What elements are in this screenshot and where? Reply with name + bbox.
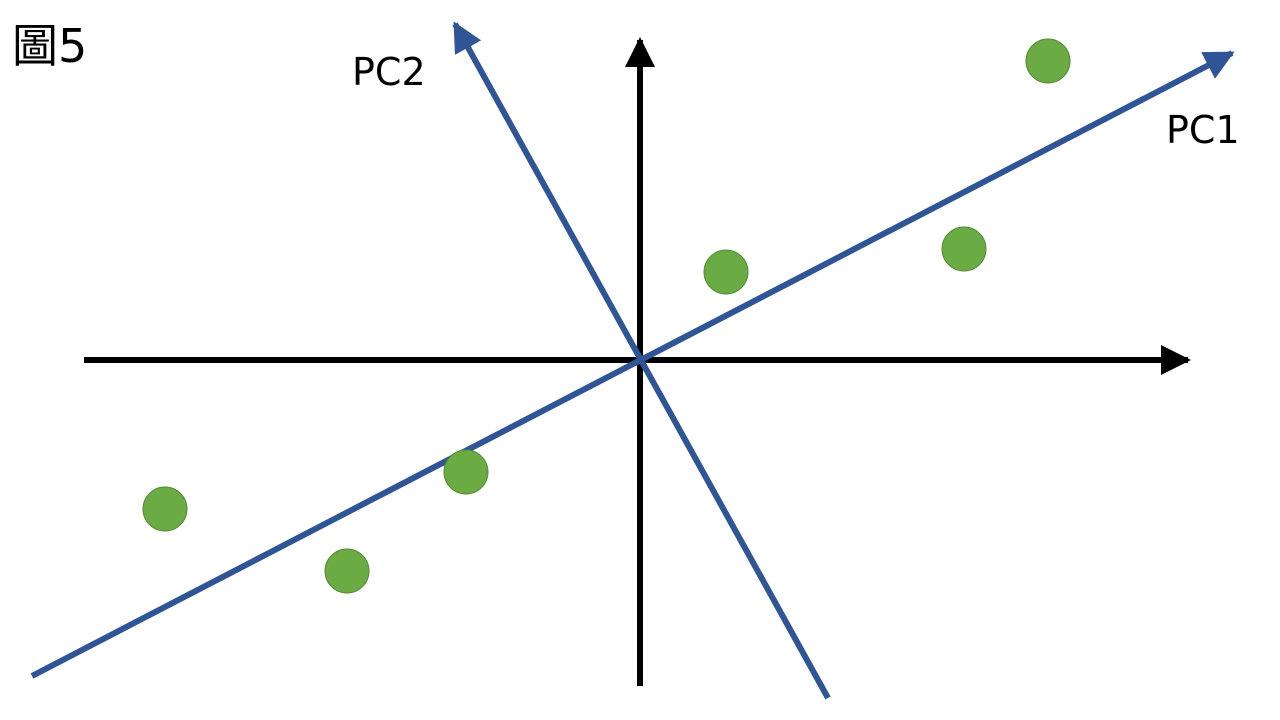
data-point [1025, 38, 1071, 84]
data-point [443, 449, 489, 495]
data-points [142, 38, 1071, 594]
pc2-axis [452, 21, 831, 700]
pc2-label: PC2 [352, 50, 426, 94]
data-point [142, 486, 188, 532]
figure-label: 圖5 [12, 19, 87, 73]
pc1-label: PC1 [1166, 108, 1240, 152]
pc1-axis [30, 50, 1235, 679]
data-point [941, 226, 987, 272]
data-point [324, 548, 370, 594]
data-point [703, 249, 749, 295]
